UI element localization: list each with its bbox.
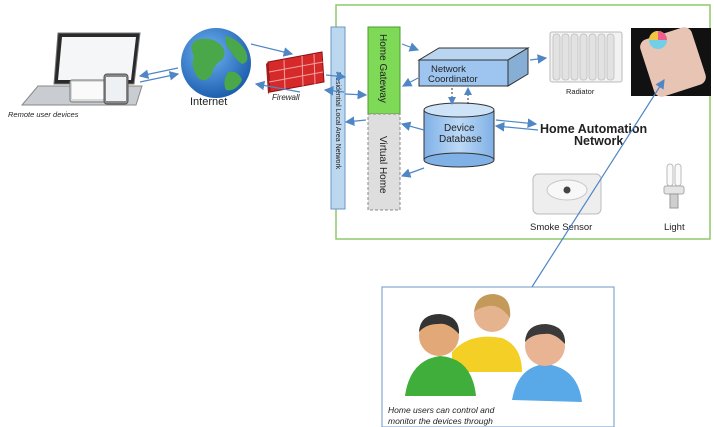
device-database-cylinder	[423, 102, 495, 168]
virtual-home-box	[367, 113, 401, 211]
device-database-label-1: Device	[444, 123, 475, 134]
smoke-sensor-icon	[532, 173, 602, 215]
radiator-label: Radiator	[566, 87, 595, 96]
laptop-icon	[20, 32, 143, 106]
internet-label: Internet	[190, 96, 227, 108]
globe-icon	[181, 28, 251, 98]
local-network-label: Residential Local Area Network	[334, 72, 341, 170]
network-coordinator-label-2: Coordinator	[428, 74, 478, 85]
people-icon	[405, 294, 582, 402]
home-gateway-box	[367, 26, 401, 115]
light-label: Light	[664, 222, 685, 233]
home-automation-label-2: Network	[574, 134, 623, 148]
smartphone-icon	[631, 27, 711, 97]
virtual-home-label: Virtual Home	[377, 136, 388, 194]
smoke-sensor-label: Smoke Sensor	[530, 222, 592, 233]
home-gateway-label: Home Gateway	[377, 34, 388, 103]
firewall-icon	[266, 51, 325, 94]
light-bulb-icon	[663, 163, 685, 209]
remote-devices-label: Remote user devices	[8, 110, 79, 119]
radiator-icon	[549, 31, 623, 83]
home-automation-label-1: Home Automation	[540, 122, 647, 136]
device-database-label-2: Database	[439, 134, 482, 145]
network-coordinator-label-1: Network	[431, 64, 466, 75]
network-coordinator-box	[417, 47, 530, 87]
home-users-label-2: monitor the devices through	[388, 416, 493, 426]
firewall-label: Firewall	[272, 93, 300, 102]
home-users-label-1: Home users can control and	[388, 405, 495, 415]
